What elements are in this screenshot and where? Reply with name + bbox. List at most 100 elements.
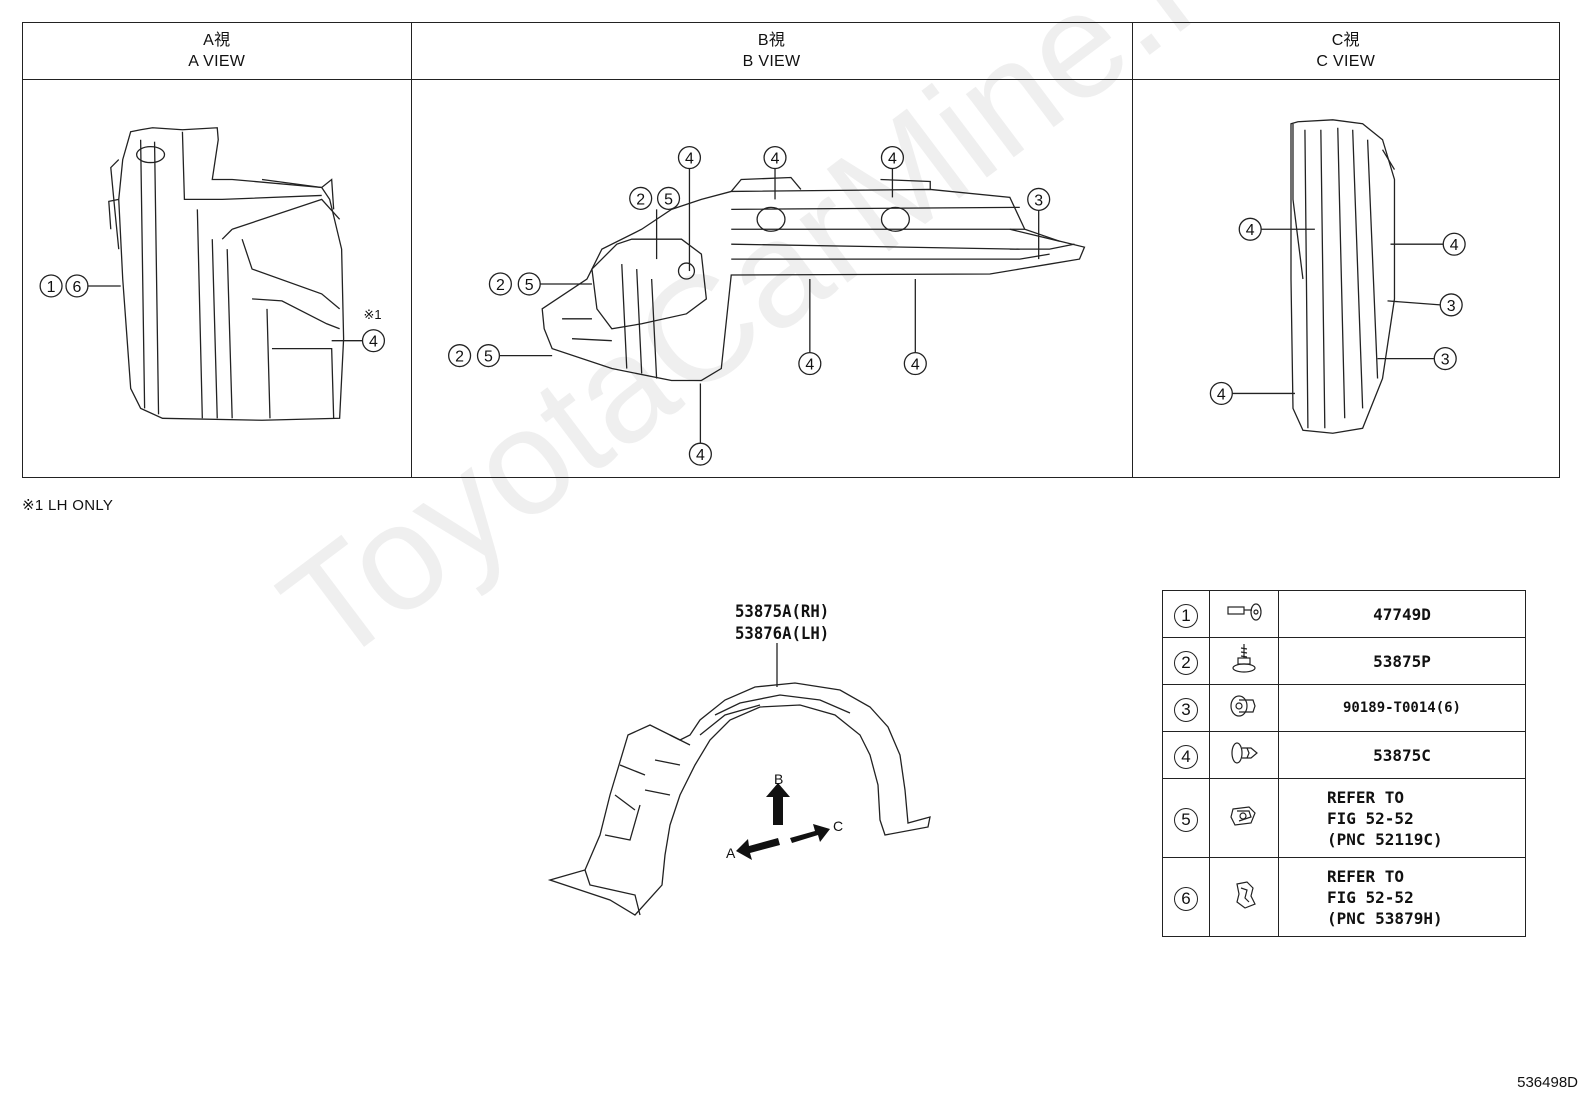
callout-b-2-b: 2 — [488, 272, 512, 296]
svg-text:5: 5 — [524, 277, 533, 294]
view-b: B視 B VIEW 4 4 4 — [411, 23, 1133, 477]
svg-text:5: 5 — [484, 349, 493, 366]
callout-a-4: 4 — [361, 329, 386, 353]
part-code: 90189-T0014(6) — [1278, 684, 1526, 732]
fender-liner-main — [547, 682, 931, 916]
arrow-c-label: C — [833, 818, 843, 834]
parts-row: 2 53875P — [1162, 637, 1526, 685]
fender-liner-b-view — [541, 176, 1085, 382]
part-number: 1 — [1174, 603, 1198, 628]
part-number-cell: 4 — [1162, 731, 1210, 779]
parts-row: 5 REFER TO FIG 52-52 (PNC 52119C) — [1162, 778, 1526, 858]
view-c-title-jp: C視 — [1331, 32, 1360, 49]
svg-text:2: 2 — [455, 349, 464, 366]
fender-liner-c-view — [1289, 119, 1395, 434]
callouts-b: 4 4 4 2 5 3 2 5 2 5 4 4 4 — [447, 146, 1050, 466]
callout-b-5-a: 5 — [655, 186, 680, 260]
callout-b-4-top-2: 4 — [762, 146, 787, 200]
views-panel: A視 A VIEW 1 — [22, 22, 1560, 478]
view-a-header: A視 A VIEW — [23, 23, 411, 80]
pnc-lh: 53876A(LH) — [735, 624, 830, 644]
callout-b-5-b: 5 — [517, 272, 592, 296]
arrow-a-icon — [736, 838, 780, 860]
part-reference-line: FIG 52-52 — [1327, 887, 1414, 907]
svg-text:3: 3 — [1034, 192, 1043, 209]
view-b-header: B視 B VIEW — [411, 23, 1132, 80]
view-a-title-en: A VIEW — [188, 53, 246, 70]
svg-text:4: 4 — [910, 357, 919, 374]
svg-text:3: 3 — [1446, 298, 1455, 315]
part-code: 53875C — [1278, 731, 1526, 779]
part-number-cell: 2 — [1162, 637, 1210, 685]
svg-text:2: 2 — [636, 191, 645, 208]
part-number-cell: 3 — [1162, 684, 1210, 732]
part-number: 3 — [1174, 697, 1198, 722]
grommet-icon — [1209, 684, 1279, 732]
svg-text:4: 4 — [887, 151, 896, 168]
svg-text:4: 4 — [695, 447, 704, 464]
part-number-cell: 6 — [1162, 857, 1210, 937]
svg-text:3: 3 — [1440, 352, 1449, 369]
fender-liner-main-drawing: B A C — [540, 595, 960, 935]
parts-row: 3 90189-T0014(6) — [1162, 684, 1526, 732]
part-reference-line: FIG 52-52 — [1327, 808, 1414, 828]
parts-row: 6 REFER TO FIG 52-52 (PNC 53879H) — [1162, 857, 1526, 937]
svg-text:4: 4 — [1449, 237, 1458, 254]
callout-b-3: 3 — [1026, 187, 1050, 260]
callout-b-2-c: 2 — [447, 344, 471, 368]
part-number: 6 — [1174, 886, 1198, 911]
part-reference-line: REFER TO — [1327, 866, 1405, 886]
callout-c-4-left-bottom: 4 — [1209, 381, 1295, 406]
callout-a-1: 1 — [39, 274, 63, 298]
parts-legend-table: 1 47749D 2 53875P 3 90189-T0014(6) 4 538… — [1162, 590, 1526, 937]
parts-row: 1 47749D — [1162, 590, 1526, 638]
arrow-b-label: B — [774, 771, 783, 787]
part-number-label: 53875A(RH) 53876A(LH) — [735, 601, 829, 645]
part-number: 4 — [1174, 744, 1198, 769]
view-c-drawing: 4 4 3 3 4 — [1133, 80, 1559, 477]
push-clip-icon — [1209, 731, 1279, 779]
view-c-title-en: C VIEW — [1316, 53, 1376, 70]
arrow-b-icon — [766, 783, 790, 825]
part-code: 53875P — [1278, 637, 1526, 685]
screw-icon — [1209, 637, 1279, 685]
svg-text:4: 4 — [685, 151, 694, 168]
part-reference: REFER TO FIG 52-52 (PNC 52119C) — [1278, 778, 1526, 858]
part-number-cell: 5 — [1162, 778, 1210, 858]
view-b-drawing: 4 4 4 2 5 3 2 5 2 5 4 4 4 — [412, 80, 1132, 477]
svg-text:4: 4 — [1245, 222, 1254, 239]
pnc-rh: 53875A(RH) — [735, 602, 830, 622]
view-a: A視 A VIEW 1 — [23, 23, 412, 477]
part-number: 2 — [1174, 650, 1198, 675]
arrow-c-icon — [790, 824, 830, 843]
fender-liner-a-view — [108, 127, 345, 421]
view-a-title-jp: A視 — [203, 32, 231, 49]
callout-b-4-top-1: 4 — [677, 146, 701, 272]
view-c-header: C視 C VIEW — [1132, 23, 1559, 80]
part-number: 5 — [1174, 807, 1198, 832]
callout-c-3-b: 3 — [1377, 347, 1457, 371]
callouts-c: 4 4 3 3 4 — [1209, 217, 1466, 406]
callout-b-4-mid-1: 4 — [797, 278, 821, 376]
direction-arrows: B A C — [726, 771, 843, 861]
part-reference: REFER TO FIG 52-52 (PNC 53879H) — [1278, 857, 1526, 937]
svg-text:4: 4 — [805, 357, 814, 374]
callout-b-4-bottom: 4 — [688, 383, 712, 466]
part-number-cell: 1 — [1162, 590, 1210, 638]
view-c: C視 C VIEW 4 4 3 3 4 — [1132, 23, 1559, 477]
svg-text:6: 6 — [73, 279, 82, 296]
callout-c-3-a: 3 — [1387, 293, 1463, 317]
part-reference-line: REFER TO — [1327, 787, 1405, 807]
retainer-clip-icon — [1209, 857, 1279, 937]
svg-text:5: 5 — [664, 191, 673, 208]
view-b-title-jp: B視 — [757, 32, 786, 49]
callout-b-4-top-3: 4 — [880, 146, 904, 198]
lh-only-mark: ※1 — [364, 307, 382, 322]
callout-b-5-c: 5 — [476, 344, 552, 368]
svg-text:4: 4 — [369, 334, 378, 351]
svg-text:4: 4 — [1216, 386, 1225, 403]
nut-clip-icon — [1209, 778, 1279, 858]
svg-text:2: 2 — [495, 277, 504, 294]
part-reference-line: (PNC 52119C) — [1327, 829, 1443, 849]
part-code: 47749D — [1278, 590, 1526, 638]
